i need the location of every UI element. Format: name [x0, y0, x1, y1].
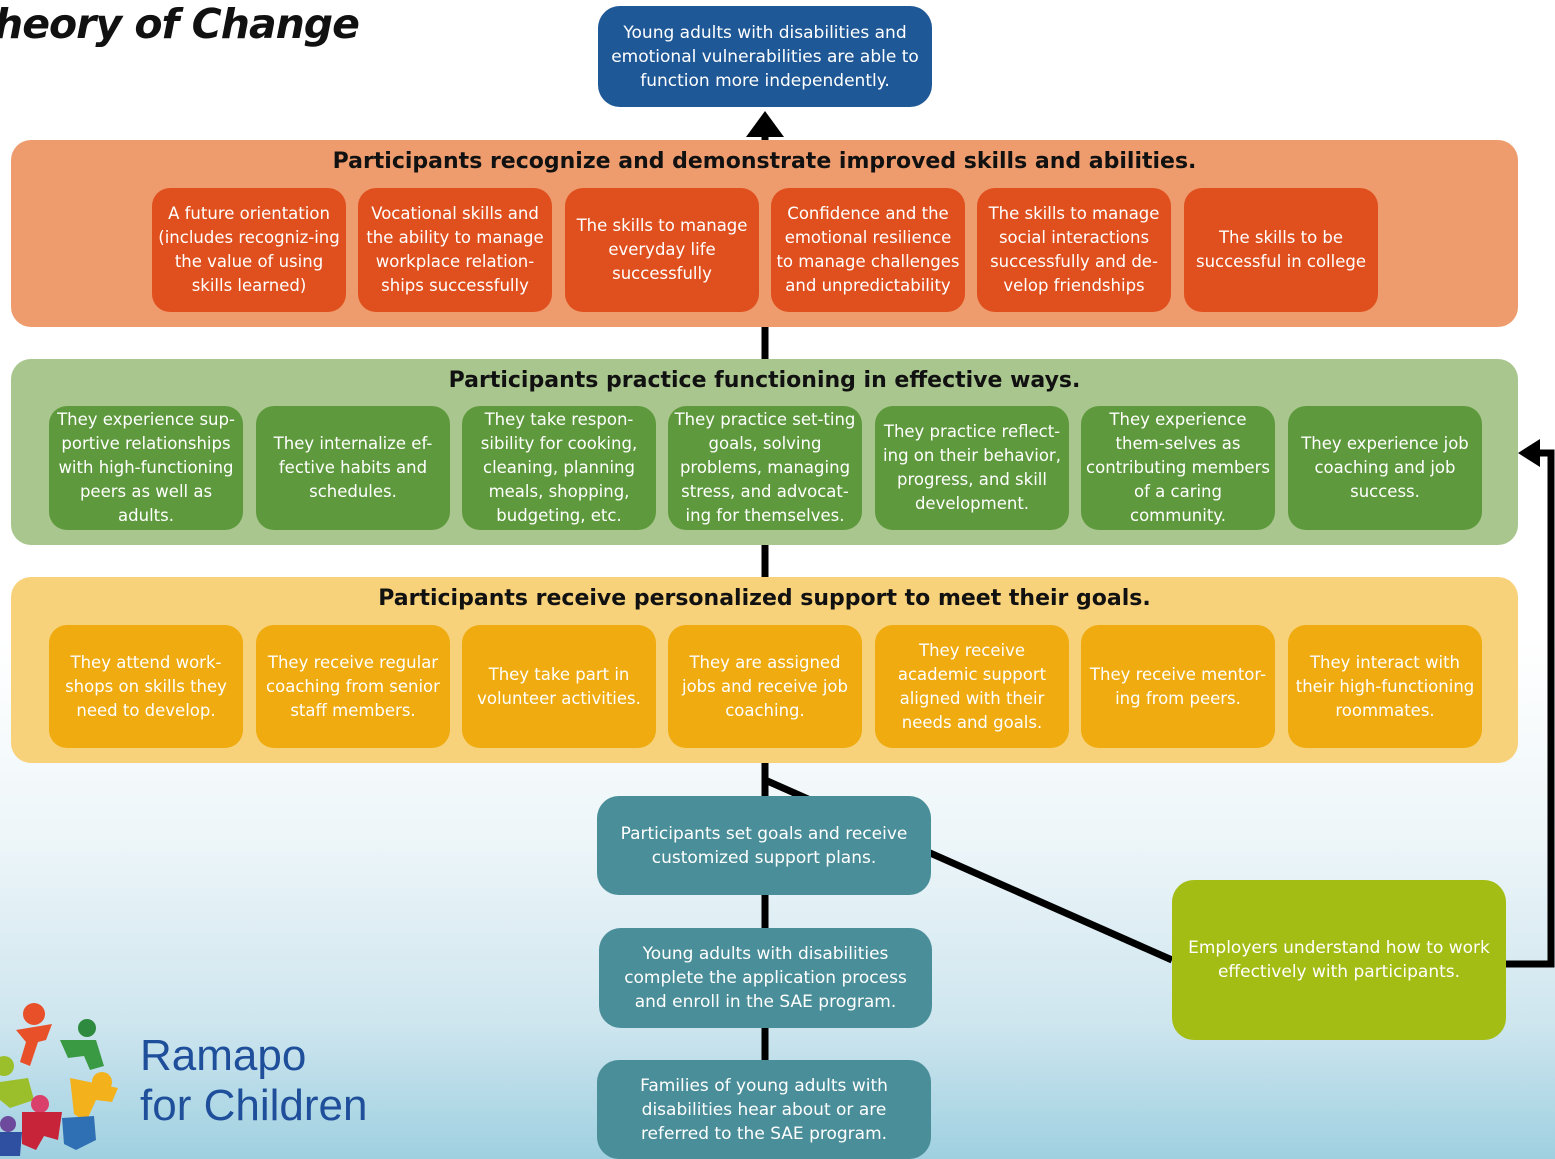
support-card: They receive regular coaching from senio… — [256, 625, 450, 748]
goals-step-box: Participants set goals and receive custo… — [597, 796, 931, 895]
skills-card: The skills to manage everyday life succe… — [565, 188, 759, 312]
enroll-step-text: Young adults with disabilities complete … — [624, 944, 907, 1012]
practice-card: They experience them-selves as contribut… — [1081, 406, 1275, 530]
skills-card: Vocational skills and the ability to man… — [358, 188, 552, 312]
support-heading: Participants receive personalized suppor… — [378, 586, 1151, 611]
arrowhead-up — [746, 111, 784, 137]
referral-step-box: Families of young adults with disabiliti… — [597, 1060, 931, 1159]
enroll-step-box: Young adults with disabilities complete … — [599, 928, 932, 1028]
connector-employers-to-practice — [1506, 449, 1555, 968]
skills-card: A future orientation (includes recogniz-… — [152, 188, 346, 312]
support-card: They receive academic support aligned wi… — [875, 625, 1069, 748]
support-card: They take part in volunteer activities. — [462, 625, 656, 748]
practice-card: They experience job coaching and job suc… — [1288, 406, 1482, 530]
goal-box: Young adults with disabilities and emoti… — [598, 6, 932, 107]
logo-text-line1: Ramapo — [140, 1031, 307, 1080]
referral-step-text: Families of young adults with disabiliti… — [640, 1075, 888, 1144]
support-card: They receive mentor-ing from peers. — [1081, 625, 1275, 748]
practice-card: They practice set-ting goals, solving pr… — [668, 406, 862, 530]
employers-text: Employers understand how to work effecti… — [1188, 938, 1490, 982]
goals-step-text: Participants set goals and receive custo… — [620, 823, 908, 868]
ramapo-logo: Ramapo for Children — [0, 1000, 380, 1159]
skills-card: Confidence and the emotional resilience … — [771, 188, 965, 312]
practice-heading: Participants practice functioning in eff… — [448, 368, 1081, 393]
arrowhead-left — [1518, 439, 1540, 467]
logo-figures-icon — [0, 1003, 118, 1156]
skills-card: The skills to manage social interactions… — [977, 188, 1171, 312]
goal-text: Young adults with disabilities and emoti… — [611, 22, 919, 91]
practice-card: They experience sup-portive relationship… — [49, 406, 243, 530]
support-card: They interact with their high-functionin… — [1288, 625, 1482, 748]
skills-heading: Participants recognize and demonstrate i… — [332, 149, 1197, 174]
support-card: They attend work-shops on skills they ne… — [49, 625, 243, 748]
practice-card: They practice reflect-ing on their behav… — [875, 406, 1069, 530]
connector-employers-to-support — [761, 765, 1174, 964]
practice-card: They take respon-sibility for cooking, c… — [462, 406, 656, 530]
page-title: heory of Change — [0, 0, 360, 48]
skills-card: The skills to be successful in college — [1184, 188, 1378, 312]
logo-text-line2: for Children — [140, 1081, 368, 1130]
employers-box: Employers understand how to work effecti… — [1172, 880, 1506, 1040]
support-card: They are assigned jobs and receive job c… — [668, 625, 862, 748]
practice-card: They internalize ef-fective habits and s… — [256, 406, 450, 530]
